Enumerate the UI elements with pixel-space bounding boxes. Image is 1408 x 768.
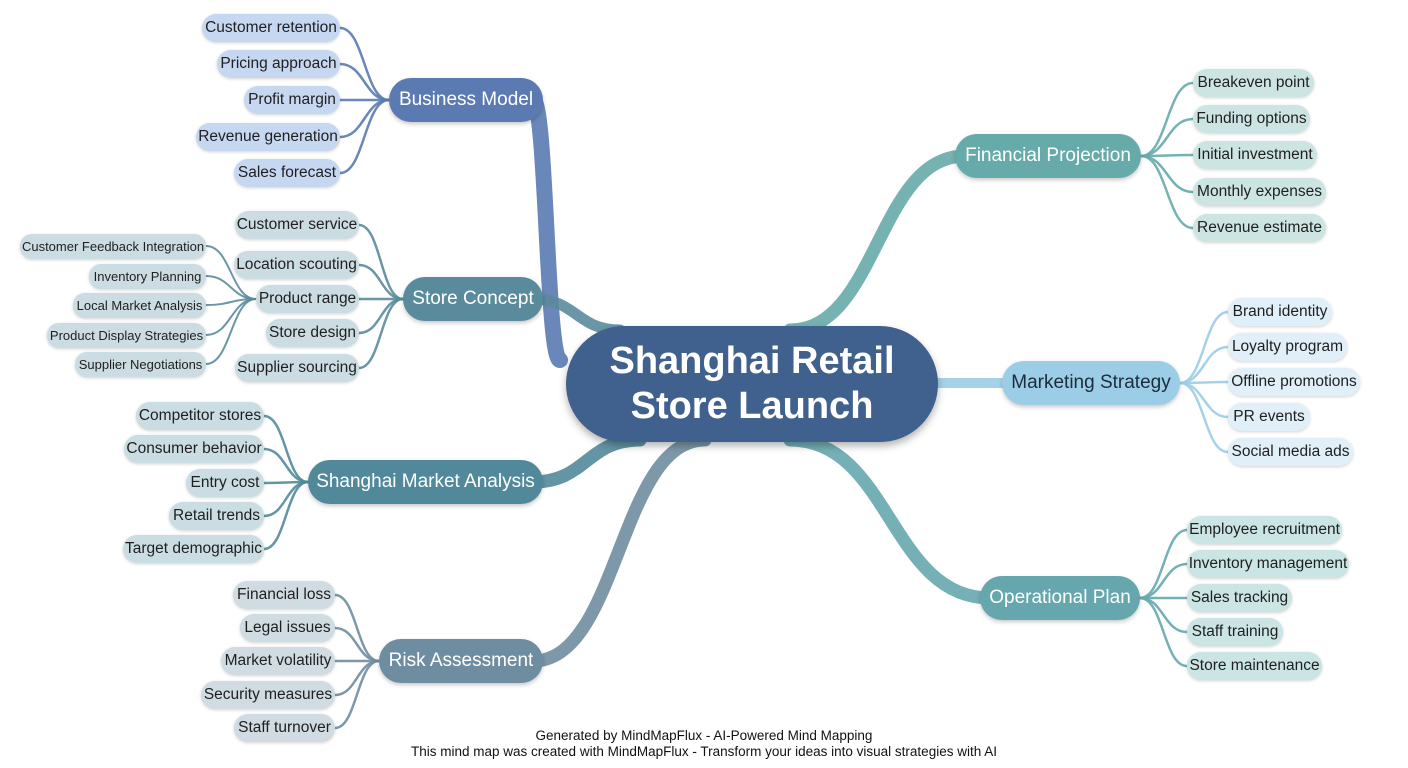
connector-line bbox=[1139, 117, 1195, 158]
connector-line bbox=[783, 433, 997, 605]
connector-line bbox=[357, 223, 405, 301]
connector-line bbox=[205, 275, 257, 300]
connector-line bbox=[357, 263, 405, 301]
leaf-sales-tracking[interactable]: Sales tracking bbox=[1187, 584, 1292, 612]
connector-line bbox=[1138, 562, 1189, 600]
connector-line bbox=[333, 626, 381, 663]
leaf-supplier-sourcing[interactable]: Supplier sourcing bbox=[235, 354, 359, 382]
leaf-supplier-negotiations[interactable]: Supplier Negotiations bbox=[75, 351, 206, 377]
connector-line bbox=[1178, 381, 1230, 454]
branch-financial-projection[interactable]: Financial Projection bbox=[955, 134, 1141, 178]
connector-line bbox=[783, 149, 972, 337]
connector-line bbox=[1139, 154, 1195, 194]
leaf-competitor-stores[interactable]: Competitor stores bbox=[136, 402, 264, 430]
leaf-customer-feedback-integration[interactable]: Customer Feedback Integration bbox=[20, 233, 206, 259]
connector-line bbox=[338, 98, 391, 175]
connector-line bbox=[338, 98, 391, 139]
leaf-location-scouting[interactable]: Location scouting bbox=[234, 251, 359, 279]
central-topic-line-2: Store Launch bbox=[630, 385, 874, 427]
leaf-financial-loss[interactable]: Financial loss bbox=[233, 581, 335, 609]
leaf-breakeven-point[interactable]: Breakeven point bbox=[1193, 69, 1314, 97]
connector-line bbox=[526, 433, 712, 668]
leaf-product-range[interactable]: Product range bbox=[256, 285, 359, 313]
connector-line bbox=[357, 297, 405, 335]
branch-risk-assessment[interactable]: Risk Assessment bbox=[379, 639, 543, 683]
leaf-store-maintenance[interactable]: Store maintenance bbox=[1187, 652, 1322, 680]
leaf-store-design[interactable]: Store design bbox=[266, 319, 359, 347]
connector-line bbox=[262, 480, 310, 551]
connector-line bbox=[262, 480, 310, 518]
branch-store-concept[interactable]: Store Concept bbox=[403, 277, 543, 321]
leaf-legal-issues[interactable]: Legal issues bbox=[240, 614, 335, 642]
connector-line bbox=[525, 92, 568, 368]
branch-operational-plan[interactable]: Operational Plan bbox=[980, 576, 1140, 620]
central-topic[interactable]: Shanghai Retail Store Launch bbox=[566, 326, 938, 442]
leaf-employee-recruitment[interactable]: Employee recruitment bbox=[1187, 516, 1342, 544]
leaf-pr-events[interactable]: PR events bbox=[1228, 403, 1310, 431]
branch-business-model[interactable]: Business Model bbox=[389, 78, 543, 122]
footer: Generated by MindMapFlux - AI-Powered Mi… bbox=[0, 728, 1408, 760]
leaf-inventory-planning[interactable]: Inventory Planning bbox=[89, 263, 206, 289]
branch-shanghai-market-analysis[interactable]: Shanghai Market Analysis bbox=[308, 460, 543, 504]
leaf-consumer-behavior[interactable]: Consumer behavior bbox=[124, 435, 264, 463]
leaf-customer-retention[interactable]: Customer retention bbox=[202, 14, 340, 42]
leaf-target-demographic[interactable]: Target demographic bbox=[123, 535, 264, 563]
leaf-sales-forecast[interactable]: Sales forecast bbox=[234, 159, 340, 187]
connector-line bbox=[1178, 380, 1230, 385]
leaf-brand-identity[interactable]: Brand identity bbox=[1228, 298, 1332, 326]
connector-line bbox=[1178, 345, 1230, 385]
leaf-pricing-approach[interactable]: Pricing approach bbox=[217, 50, 340, 78]
leaf-revenue-generation[interactable]: Revenue generation bbox=[196, 123, 340, 151]
connector-line bbox=[1138, 596, 1189, 668]
leaf-loyalty-program[interactable]: Loyalty program bbox=[1228, 333, 1347, 361]
branch-marketing-strategy[interactable]: Marketing Strategy bbox=[1002, 361, 1180, 405]
leaf-local-market-analysis[interactable]: Local Market Analysis bbox=[73, 292, 206, 318]
connector-line bbox=[205, 245, 257, 300]
footer-line-2: This mind map was created with MindMapFl… bbox=[411, 744, 997, 759]
central-topic-line-1: Shanghai Retail bbox=[609, 340, 895, 382]
leaf-customer-service[interactable]: Customer service bbox=[235, 211, 359, 239]
leaf-profit-margin[interactable]: Profit margin bbox=[244, 86, 340, 114]
leaf-inventory-management[interactable]: Inventory management bbox=[1187, 550, 1349, 578]
leaf-funding-options[interactable]: Funding options bbox=[1193, 105, 1310, 133]
leaf-market-volatility[interactable]: Market volatility bbox=[221, 647, 335, 675]
connector-line bbox=[1139, 153, 1195, 158]
connector-line bbox=[1178, 381, 1230, 419]
leaf-revenue-estimate[interactable]: Revenue estimate bbox=[1193, 214, 1326, 242]
leaf-offline-promotions[interactable]: Offline promotions bbox=[1228, 368, 1360, 396]
leaf-staff-turnover[interactable]: Staff turnover bbox=[234, 714, 335, 742]
connector-line bbox=[338, 62, 391, 102]
connector-line bbox=[205, 298, 257, 365]
connector-line bbox=[1139, 154, 1195, 230]
leaf-social-media-ads[interactable]: Social media ads bbox=[1228, 438, 1353, 466]
connector-line bbox=[333, 659, 381, 697]
leaf-retail-trends[interactable]: Retail trends bbox=[169, 502, 264, 530]
connector-line bbox=[526, 433, 647, 489]
connector-line bbox=[333, 659, 381, 730]
leaf-staff-training[interactable]: Staff training bbox=[1187, 618, 1283, 646]
connector-line bbox=[1139, 81, 1195, 158]
connector-line bbox=[357, 297, 405, 370]
connector-line bbox=[1138, 596, 1189, 634]
leaf-entry-cost[interactable]: Entry cost bbox=[186, 469, 264, 497]
footer-line-1: Generated by MindMapFlux - AI-Powered Mi… bbox=[535, 728, 873, 743]
connector-line bbox=[262, 447, 310, 484]
leaf-product-display-strategies[interactable]: Product Display Strategies bbox=[47, 322, 206, 348]
leaf-monthly-expenses[interactable]: Monthly expenses bbox=[1193, 178, 1326, 206]
leaf-initial-investment[interactable]: Initial investment bbox=[1193, 141, 1317, 169]
leaf-security-measures[interactable]: Security measures bbox=[201, 681, 335, 709]
